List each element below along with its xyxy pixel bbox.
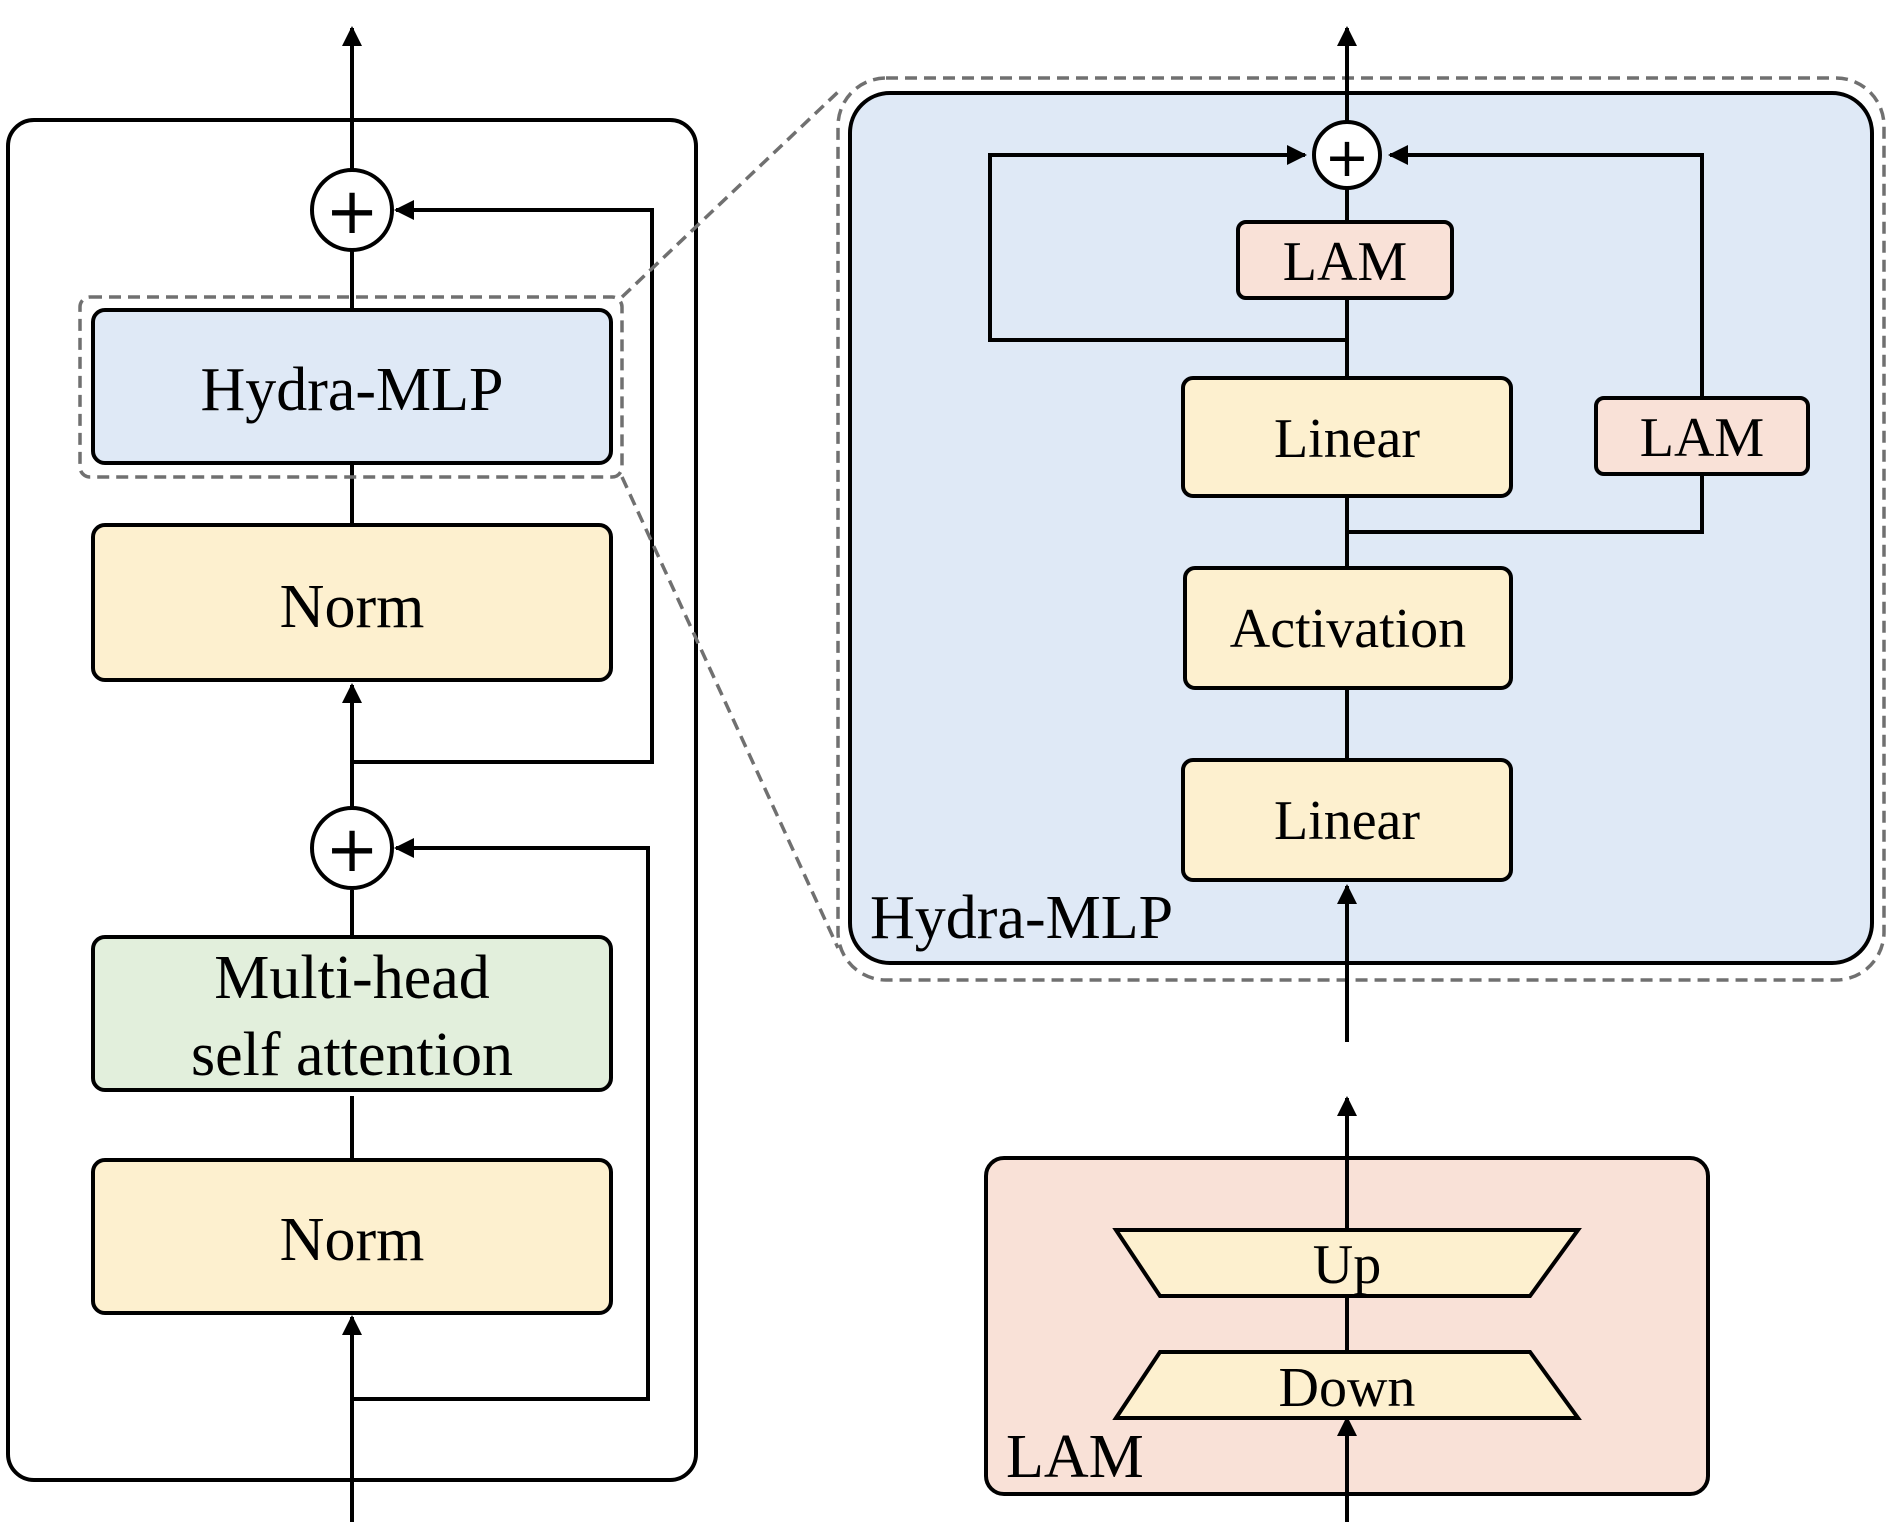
linear-top-label: Linear: [1274, 408, 1420, 470]
residual-path-upper: [352, 200, 654, 764]
hydra-mlp-label: Hydra-MLP: [200, 356, 503, 424]
detail-add-node: [1312, 120, 1382, 190]
lam-side-box: [1594, 396, 1810, 476]
attention-label-line1: Multi-head: [214, 944, 490, 1012]
down-label: Down: [1279, 1357, 1416, 1419]
detail-add-node-symbol: +: [1324, 126, 1369, 189]
linear-bottom-box: [1181, 758, 1513, 882]
up-projection-shape: [1112, 1228, 1582, 1298]
norm-top-box: [91, 523, 613, 682]
add-node-upper: [310, 168, 394, 252]
add-node-lower: [310, 806, 394, 890]
zoom-connector-bottom: [620, 476, 840, 949]
activation-box: [1183, 566, 1513, 690]
skip-path-left: [988, 145, 1347, 342]
down-projection-shape: [1112, 1350, 1582, 1420]
linear-top-box: [1181, 376, 1513, 498]
norm-bottom-label: Norm: [280, 1206, 425, 1274]
residual-path-lower: [352, 838, 650, 1401]
lam-detail: Down Up LAM: [984, 1096, 1710, 1522]
skip-path-right-upper: [1388, 145, 1704, 398]
activation-label: Activation: [1230, 598, 1466, 660]
linear-bottom-label: Linear: [1274, 790, 1420, 852]
lam-top-box: [1236, 220, 1454, 300]
zoom-connector-top: [620, 90, 840, 299]
up-label: Up: [1313, 1234, 1381, 1296]
attention-box: [91, 935, 613, 1092]
add-node-upper-symbol: +: [325, 175, 379, 249]
attention-label-line2: self attention: [191, 1021, 513, 1089]
lam-top-label: LAM: [1283, 231, 1407, 293]
transformer-block: Norm Multi-head self attention + Norm Hy…: [6, 26, 698, 1522]
hydra-mlp-detail-panel: [848, 91, 1874, 965]
hydra-mlp-detail: Linear Activation Linear LAM LAM + Hydra…: [836, 26, 1886, 1042]
norm-top-label: Norm: [280, 573, 425, 641]
lam-panel-label: LAM: [1006, 1423, 1144, 1491]
hydra-mlp-panel-label: Hydra-MLP: [870, 884, 1173, 952]
lam-side-label: LAM: [1640, 407, 1764, 469]
hydra-mlp-detail-dashed-frame: [836, 76, 1886, 982]
hydra-mlp-box: [91, 308, 613, 465]
hydra-mlp-highlight: [78, 295, 624, 479]
skip-path-right-lower: [1347, 474, 1704, 534]
norm-bottom-box: [91, 1158, 613, 1315]
add-node-lower-symbol: +: [325, 813, 379, 887]
